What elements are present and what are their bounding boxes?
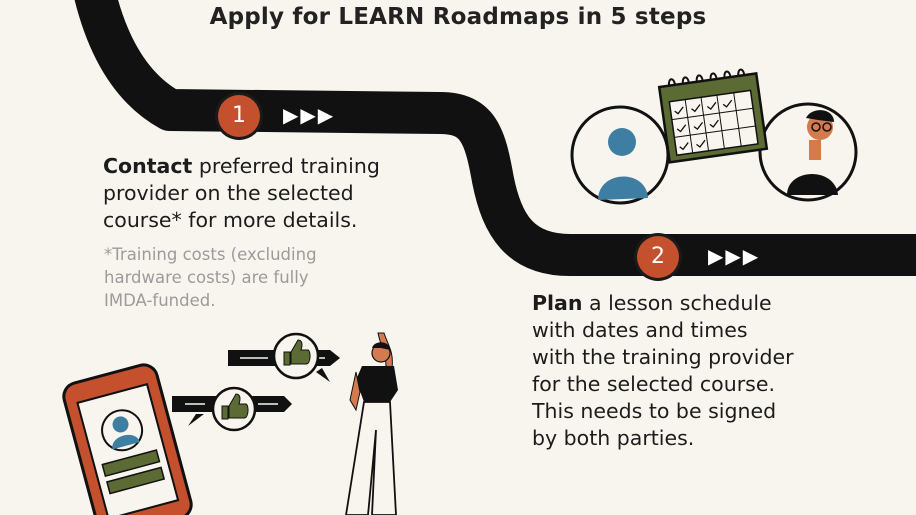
woman-waving-figure xyxy=(345,332,398,515)
step-1-heading: Contact xyxy=(103,154,193,178)
person-circle-icon xyxy=(570,105,670,205)
step-1-number-badge: 1 xyxy=(218,95,260,137)
step-1-arrow-icons: ▶▶▶ xyxy=(283,103,336,127)
step-2-arrow-icons: ▶▶▶ xyxy=(708,244,761,268)
road-path xyxy=(74,0,916,276)
step-2-description: Plan a lesson schedule with dates and ti… xyxy=(532,291,794,450)
phone-icon xyxy=(62,363,193,515)
calendar-icon xyxy=(657,68,769,164)
speech-bubble-thumbs-up-icon xyxy=(228,332,340,382)
man-with-glasses-icon xyxy=(758,102,858,202)
page-title: Apply for LEARN Roadmaps in 5 steps xyxy=(209,4,707,30)
step-2-number-badge: 2 xyxy=(637,236,679,278)
speech-bubble-thumbs-up-icon xyxy=(172,386,292,432)
step-1-footnote: *Training costs (excluding hardware cost… xyxy=(104,245,317,310)
step-2-heading: Plan xyxy=(532,291,583,315)
step-1-description: Contact preferred training provider on t… xyxy=(103,154,380,232)
